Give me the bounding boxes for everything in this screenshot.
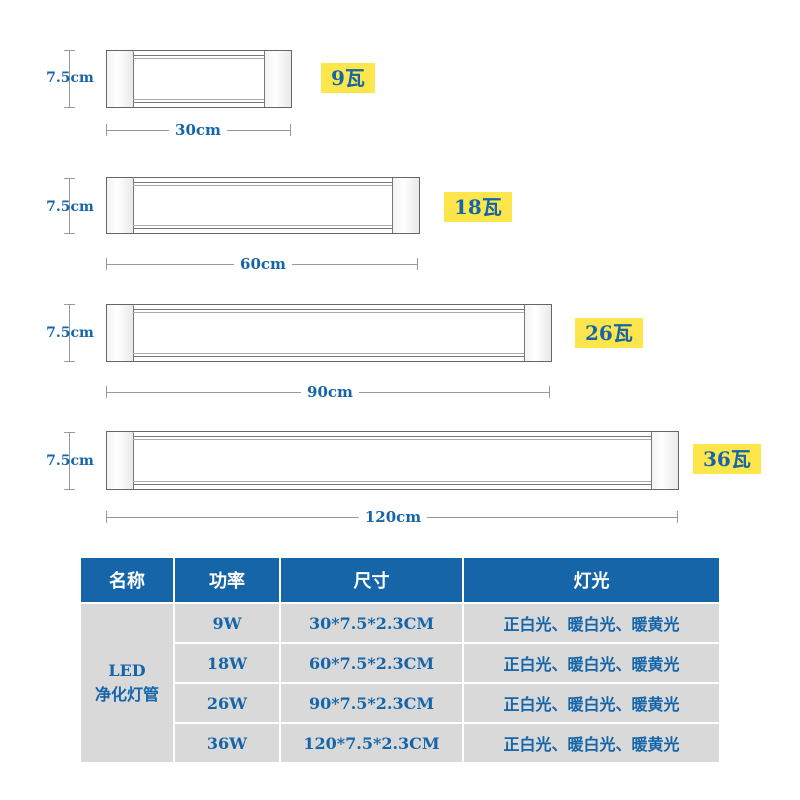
wattage-badge: 26瓦 <box>575 318 643 348</box>
height-dim-cap <box>64 432 75 433</box>
height-label: 7.5cm <box>46 70 94 86</box>
table-row: 36W 120*7.5*2.3CM 正白光、暖白光、暖黄光 <box>81 724 719 762</box>
height-dim-line <box>69 304 70 362</box>
table-row: 18W 60*7.5*2.3CM 正白光、暖白光、暖黄光 <box>81 644 719 682</box>
wattage-badge: 18瓦 <box>444 192 512 222</box>
power-cell: 36W <box>175 724 279 762</box>
size-cell: 30*7.5*2.3CM <box>281 604 462 642</box>
height-dim-cap <box>64 304 75 305</box>
width-label: 30cm <box>169 121 227 139</box>
wattage-badge: 36瓦 <box>693 444 761 474</box>
lamp-image <box>106 50 292 108</box>
header-size: 尺寸 <box>281 558 462 602</box>
size-cell: 120*7.5*2.3CM <box>281 724 462 762</box>
light-cell: 正白光、暖白光、暖黄光 <box>464 684 719 722</box>
table-row: 26W 90*7.5*2.3CM 正白光、暖白光、暖黄光 <box>81 684 719 722</box>
header-name: 名称 <box>81 558 173 602</box>
power-cell: 9W <box>175 604 279 642</box>
height-dim-cap <box>64 107 75 108</box>
power-cell: 26W <box>175 684 279 722</box>
width-label: 90cm <box>301 383 359 401</box>
height-dim-line <box>69 178 70 234</box>
height-dim-cap <box>64 233 75 234</box>
height-dim-cap <box>64 178 75 179</box>
spec-table: 名称 功率 尺寸 灯光 LED 净化灯管 9W 30*7.5*2.3CM 正白光… <box>79 556 721 764</box>
product-name-line2: 净化灯管 <box>94 685 159 704</box>
width-label: 120cm <box>358 508 428 526</box>
height-label: 7.5cm <box>46 453 94 469</box>
table-header-row: 名称 功率 尺寸 灯光 <box>81 558 719 602</box>
height-label: 7.5cm <box>46 325 94 341</box>
light-cell: 正白光、暖白光、暖黄光 <box>464 644 719 682</box>
light-cell: 正白光、暖白光、暖黄光 <box>464 724 719 762</box>
lamp-image <box>106 431 679 490</box>
lamp-image <box>106 304 552 362</box>
light-cell: 正白光、暖白光、暖黄光 <box>464 604 719 642</box>
size-cell: 90*7.5*2.3CM <box>281 684 462 722</box>
wattage-badge: 9瓦 <box>321 63 375 93</box>
width-label: 60cm <box>234 255 292 273</box>
height-label: 7.5cm <box>46 199 94 215</box>
height-dim-line <box>69 50 70 108</box>
height-dim-line <box>69 432 70 490</box>
lamp-image <box>106 177 420 234</box>
size-cell: 60*7.5*2.3CM <box>281 644 462 682</box>
product-name-cell: LED 净化灯管 <box>81 604 173 762</box>
height-dim-cap <box>64 489 75 490</box>
product-name-line1: LED <box>108 661 146 680</box>
header-light: 灯光 <box>464 558 719 602</box>
table-row: LED 净化灯管 9W 30*7.5*2.3CM 正白光、暖白光、暖黄光 <box>81 604 719 762</box>
height-dim-cap <box>64 361 75 362</box>
power-cell: 18W <box>175 644 279 682</box>
header-power: 功率 <box>175 558 279 602</box>
height-dim-cap <box>64 50 75 51</box>
